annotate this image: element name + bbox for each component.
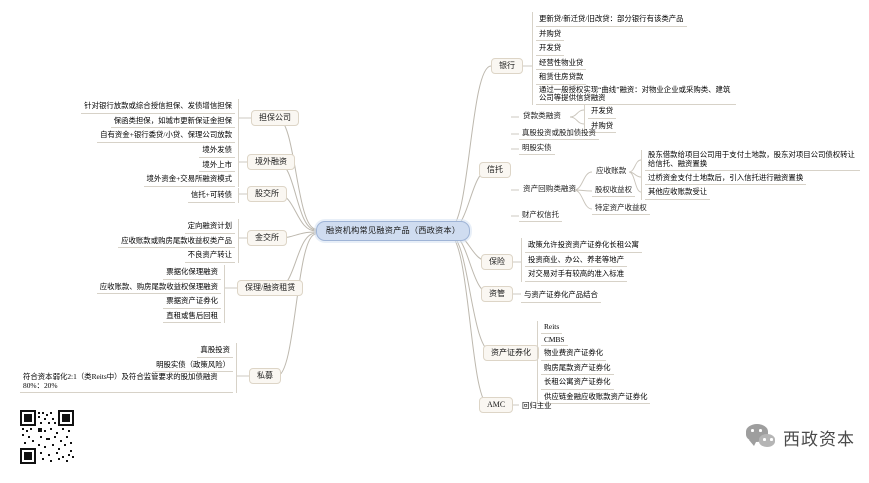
list-item[interactable]: 真股投资 [197, 343, 233, 358]
list-item[interactable]: 针对银行放款或综合授信担保、发债增信担保 [81, 99, 235, 114]
list-item[interactable]: 政策允许投资资产证券化长租公寓 [525, 238, 642, 253]
branch-securitization[interactable]: 资产证券化 [483, 345, 539, 362]
list-item[interactable]: 票据资产证券化 [163, 294, 221, 309]
list-item[interactable]: 开发贷 [536, 41, 565, 56]
list-item[interactable]: 直租或售后回租 [163, 309, 221, 323]
list-item[interactable]: 保函类担保，如城市更新保证金担保 [110, 114, 235, 128]
trust-receivables-items: 股东借款给项目公司用于支付土地款，股东对项目公司债权转让给信托、融资置换 过桥资… [641, 150, 860, 200]
trust-asset-repurchase[interactable]: 资产回购类融资 [523, 184, 577, 193]
list-item[interactable]: 投资商业、办公、养老等地产 [525, 253, 628, 267]
list-item[interactable]: 并购贷 [588, 119, 617, 133]
list-item[interactable]: 与资产证券化产品结合 [521, 288, 601, 303]
trust-equity-investment[interactable]: 真股投资或股加债投资 [519, 128, 599, 140]
branch-factoring-leasing[interactable]: 保理/融资租赁 [237, 280, 304, 297]
branch-private-fund[interactable]: 私募 [249, 368, 281, 385]
overseas-items: 境外发债 境外上市 境外资金+交易所融资模式 [129, 143, 239, 187]
branch-trust[interactable]: 信托 [479, 162, 511, 179]
list-item[interactable]: 符合资本弱化2:1（类Reits中）及符合监管要求的股加债融资80%：20% [20, 372, 233, 393]
private-fund-items: 真股投资 明股实债（政策风险） 符合资本弱化2:1（类Reits中）及符合监管要… [20, 343, 237, 393]
watermark-text: 西政资本 [783, 429, 855, 449]
list-item[interactable]: 供应链金融应收账款资产证券化 [541, 390, 651, 404]
trust-specific-asset-income-right[interactable]: 特定资产收益权 [592, 203, 650, 215]
trust-loan-financing[interactable]: 贷款类融资 [523, 111, 561, 120]
list-item[interactable]: 经营性物业贷 [536, 56, 587, 70]
list-item[interactable]: 定向融资计划 [184, 219, 235, 234]
branch-overseas-financing[interactable]: 境外融资 [247, 154, 295, 171]
trust-fake-equity-real-debt[interactable]: 明股实债 [519, 143, 555, 155]
list-item[interactable]: 租赁住房贷款 [536, 70, 587, 85]
list-item[interactable]: 过桥资金支付土地款后，引入信托进行融资置换 [645, 171, 807, 186]
list-item[interactable]: Reits [541, 321, 563, 334]
list-item[interactable]: 开发贷 [588, 104, 617, 119]
factoring-items: 票据化保理融资 应收账款、购房尾款收益权保理融资 票据资产证券化 直租或售后回租 [85, 265, 225, 323]
list-item[interactable]: 其他应收账款受让 [645, 185, 711, 200]
list-item[interactable]: 更新贷/新迁贷/旧改贷：部分银行有该类产品 [536, 12, 687, 27]
list-item[interactable]: 境外上市 [199, 158, 235, 172]
list-item[interactable]: 自有资金+银行委贷/小贷、保理公司放款 [97, 128, 235, 143]
wechat-icon [746, 424, 776, 450]
branch-equity-exchange[interactable]: 股交所 [247, 186, 287, 203]
financial-exchange-items: 定向融资计划 应收账款或购房尾款收益权类产品 不良资产转让 [105, 219, 239, 263]
trust-loan-items: 开发贷 并购贷 [584, 104, 617, 133]
branch-bank[interactable]: 银行 [491, 58, 523, 75]
list-item[interactable]: 股东借款给项目公司用于支付土地款，股东对项目公司债权转让给信托、融资置换 [645, 150, 860, 171]
asset-management-items: 与资产证券化产品结合 [521, 288, 601, 303]
trust-equity-income-right[interactable]: 股权收益权 [592, 185, 635, 197]
list-item[interactable]: 回归主业 [522, 401, 552, 410]
list-item[interactable]: 票据化保理融资 [163, 265, 221, 280]
insurance-items: 政策允许投资资产证券化长租公寓 投资商业、办公、养老等地产 对交易对手有较高的准… [521, 238, 642, 282]
branch-financial-exchange[interactable]: 金交所 [247, 230, 287, 247]
list-item[interactable]: 长租公寓资产证券化 [541, 375, 614, 390]
watermark: 西政资本 [746, 424, 855, 450]
branch-insurance[interactable]: 保险 [481, 254, 513, 271]
list-item[interactable]: CMBS [541, 334, 568, 346]
list-item[interactable]: 应收账款、购房尾款收益权保理融资 [96, 280, 221, 294]
list-item[interactable]: 应收账款或购房尾款收益权类产品 [118, 234, 235, 248]
list-item[interactable]: 通过一般授权实现“曲线”融资：对物业企业或采购类、建筑公司等提供信贷融资 [536, 85, 736, 106]
list-item[interactable]: 明股实债（政策风险） [153, 358, 233, 372]
guarantee-items: 针对银行放款或综合授信担保、发债增信担保 保函类担保，如城市更新保证金担保 自有… [59, 99, 239, 143]
bank-items: 更新贷/新迁贷/旧改贷：部分银行有该类产品 并购贷 开发贷 经营性物业贷 租赁住… [532, 12, 736, 106]
list-item[interactable]: 物业费资产证券化 [541, 346, 607, 361]
amc-items: 回归主业 [519, 399, 555, 413]
equity-exchange-items: 信托+可转债 [169, 188, 239, 203]
branch-guarantee-company[interactable]: 担保公司 [251, 110, 299, 127]
trust-property-right-trust[interactable]: 财产权信托 [519, 210, 562, 222]
qr-code [18, 408, 76, 466]
list-item[interactable]: 对交易对手有较高的准入标准 [525, 267, 628, 282]
securitization-items: Reits CMBS 物业费资产证券化 购房尾款资产证券化 长租公寓资产证券化 … [537, 321, 651, 404]
list-item[interactable]: 信托+可转债 [187, 188, 235, 203]
branch-asset-management[interactable]: 资管 [481, 286, 513, 303]
trust-receivables[interactable]: 应收账款 [596, 166, 627, 175]
list-item[interactable]: 并购贷 [536, 27, 565, 41]
branch-amc[interactable]: AMC [479, 397, 514, 414]
list-item[interactable]: 购房尾款资产证券化 [541, 361, 614, 375]
list-item[interactable]: 境外资金+交易所融资模式 [143, 172, 235, 187]
list-item[interactable]: 不良资产转让 [184, 248, 235, 263]
root-node[interactable]: 融资机构常见融资产品（西政资本） [316, 221, 471, 242]
list-item[interactable]: 境外发债 [199, 143, 235, 158]
